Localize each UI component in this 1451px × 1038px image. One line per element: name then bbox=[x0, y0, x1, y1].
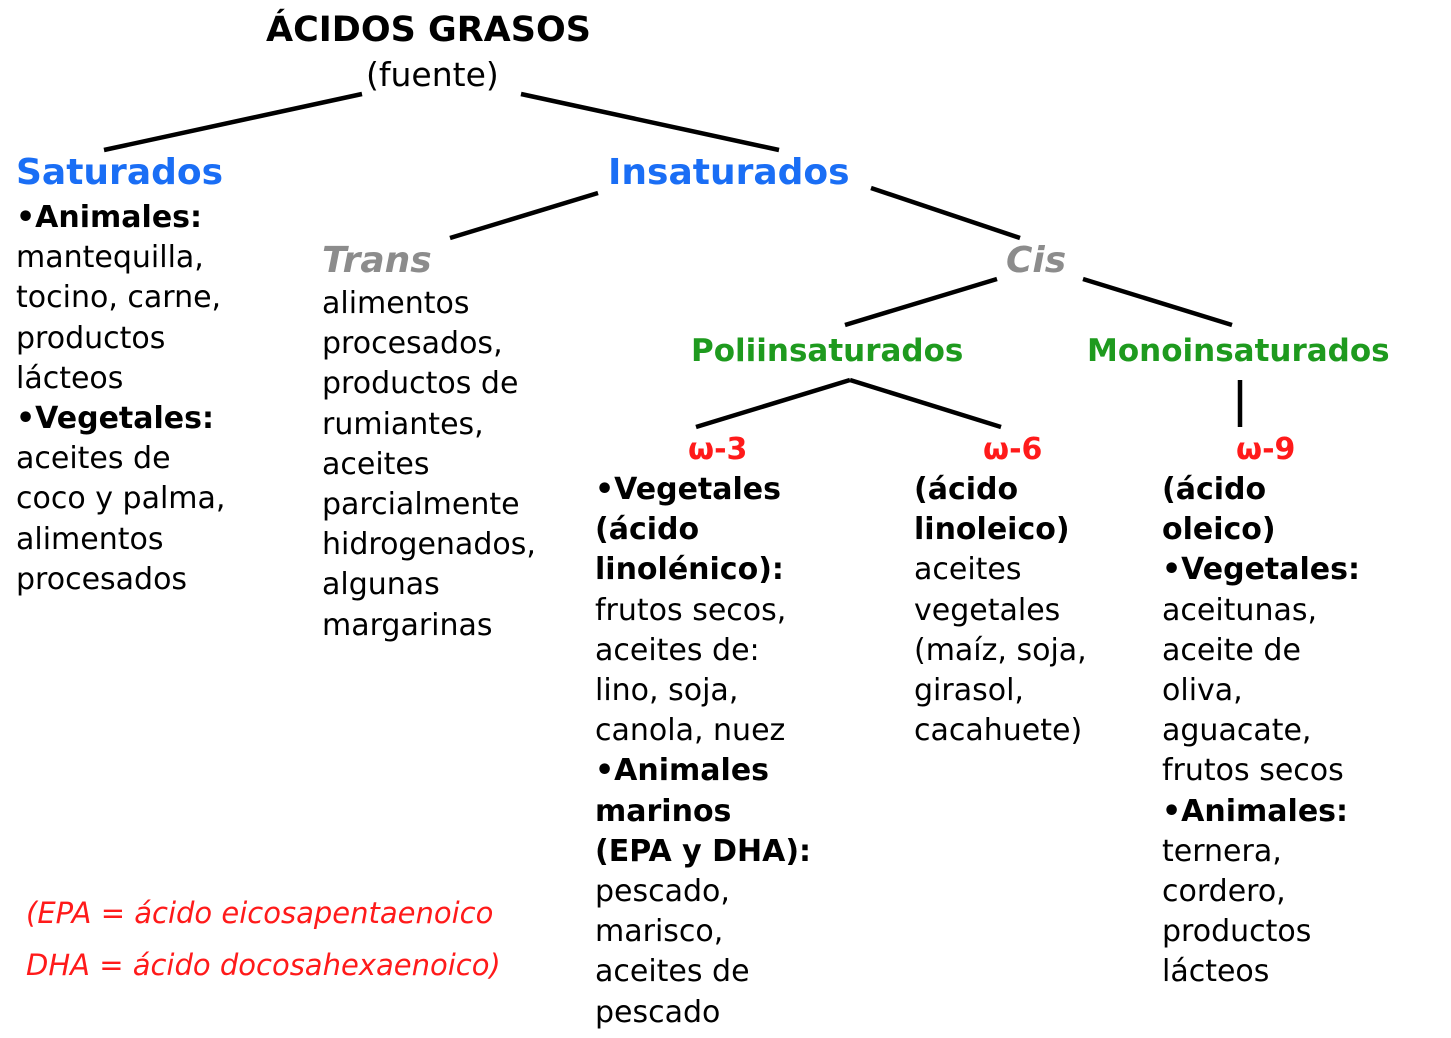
text-line: •Vegetales: bbox=[1162, 552, 1360, 588]
text-line: tocino, carne, bbox=[16, 280, 222, 316]
text-line: marisco, bbox=[595, 914, 724, 950]
text-line: procesados bbox=[16, 561, 188, 597]
text-line: (EPA y DHA): bbox=[595, 833, 812, 869]
text-line: aceitunas, bbox=[1162, 592, 1318, 628]
text-line: •Animales: bbox=[1162, 793, 1349, 829]
text-line: •Animales: bbox=[16, 200, 203, 235]
text-line: aceites de bbox=[16, 441, 171, 477]
connector-poli-omega3 bbox=[695, 377, 851, 430]
connector-insaturados-trans bbox=[449, 190, 599, 241]
diagram-title: ÁCIDOS GRASOS bbox=[266, 10, 591, 50]
connector-root-saturados bbox=[103, 91, 363, 153]
node-monoinsaturados: Monoinsaturados bbox=[1087, 333, 1390, 369]
text-line: algunas bbox=[322, 567, 440, 603]
node-saturados: Saturados bbox=[16, 152, 224, 193]
text-line: mantequilla, bbox=[16, 240, 204, 276]
diagram-subtitle: (fuente) bbox=[366, 55, 499, 94]
text-line: •Vegetales: bbox=[16, 401, 214, 437]
text-line: oleico) bbox=[1162, 512, 1276, 548]
connector-poli-omega6 bbox=[849, 377, 1002, 430]
text-line: frutos secos, bbox=[595, 592, 787, 628]
text-line: (ácido bbox=[1162, 472, 1267, 507]
text-line: marinos bbox=[595, 793, 732, 829]
text-line: aguacate, bbox=[1162, 713, 1312, 749]
text-line: alimentos bbox=[16, 521, 164, 557]
text-line: cordero, bbox=[1162, 874, 1286, 910]
text-line: rumiantes, bbox=[322, 406, 484, 442]
text-line: (ácido bbox=[914, 472, 1019, 507]
connector-root-insaturados bbox=[520, 91, 780, 153]
text-line: aceites de bbox=[595, 954, 750, 990]
text-line: girasol, bbox=[914, 673, 1024, 709]
node-omega3: ω-3 bbox=[688, 432, 748, 467]
text-line: aceite de bbox=[1162, 632, 1301, 668]
text-line: frutos secos bbox=[1162, 753, 1344, 789]
text-line: aceites bbox=[914, 552, 1022, 588]
text-line: lácteos bbox=[1162, 954, 1270, 990]
connector-cis-mono bbox=[1082, 276, 1233, 328]
omega9-text: (ácido oleico) •Vegetales: aceitunas, aceite… bbox=[1162, 470, 1360, 993]
text-line: parcialmente bbox=[322, 487, 520, 523]
text-line: •Animales bbox=[595, 753, 770, 789]
saturados-text: •Animales: mantequilla, tocino, carne, prod… bbox=[16, 198, 225, 600]
text-line: lácteos bbox=[16, 360, 124, 396]
text-line: ternera, bbox=[1162, 833, 1282, 869]
text-line: alimentos bbox=[322, 286, 470, 321]
text-line: productos bbox=[1162, 914, 1312, 950]
text-line: aceites bbox=[322, 446, 430, 482]
text-line: lino, soja, bbox=[595, 673, 739, 709]
connector-insaturados-cis bbox=[870, 185, 1021, 241]
node-omega6: ω-6 bbox=[983, 432, 1043, 467]
text-line: productos de bbox=[322, 366, 519, 402]
node-poliinsaturados: Poliinsaturados bbox=[691, 333, 964, 369]
note-epa: (EPA = ácido eicosapentaenoico bbox=[26, 896, 494, 930]
text-line: pescado, bbox=[595, 874, 730, 910]
node-cis: Cis bbox=[1006, 240, 1067, 281]
node-trans: Trans bbox=[322, 240, 432, 281]
text-line: (maíz, soja, bbox=[914, 632, 1087, 668]
omega3-text: •Vegetales (ácido linolénico): frutos secos… bbox=[595, 470, 811, 1033]
trans-text: alimentos procesados, productos de rumiante… bbox=[322, 284, 536, 646]
text-line: cacahuete) bbox=[914, 713, 1083, 749]
text-line: (ácido bbox=[595, 512, 700, 548]
text-line: linolénico): bbox=[595, 552, 784, 588]
text-line: aceites de: bbox=[595, 632, 760, 668]
text-line: margarinas bbox=[322, 607, 493, 643]
text-line: pescado bbox=[595, 994, 721, 1030]
text-line: •Vegetales bbox=[595, 472, 781, 507]
text-line: productos bbox=[16, 320, 166, 356]
node-insaturados: Insaturados bbox=[608, 152, 850, 193]
text-line: coco y palma, bbox=[16, 481, 226, 517]
text-line: linoleico) bbox=[914, 512, 1070, 548]
text-line: canola, nuez bbox=[595, 713, 786, 749]
text-line: procesados, bbox=[322, 326, 503, 362]
connector-cis-poli bbox=[844, 276, 998, 328]
text-line: oliva, bbox=[1162, 673, 1243, 709]
text-line: vegetales bbox=[914, 592, 1061, 628]
omega6-text: (ácido linoleico) aceites vegetales (maíz, s… bbox=[914, 470, 1087, 751]
note-dha: DHA = ácido docosahexaenoico) bbox=[26, 948, 501, 982]
node-omega9: ω-9 bbox=[1236, 432, 1296, 467]
text-line: hidrogenados, bbox=[322, 527, 536, 563]
